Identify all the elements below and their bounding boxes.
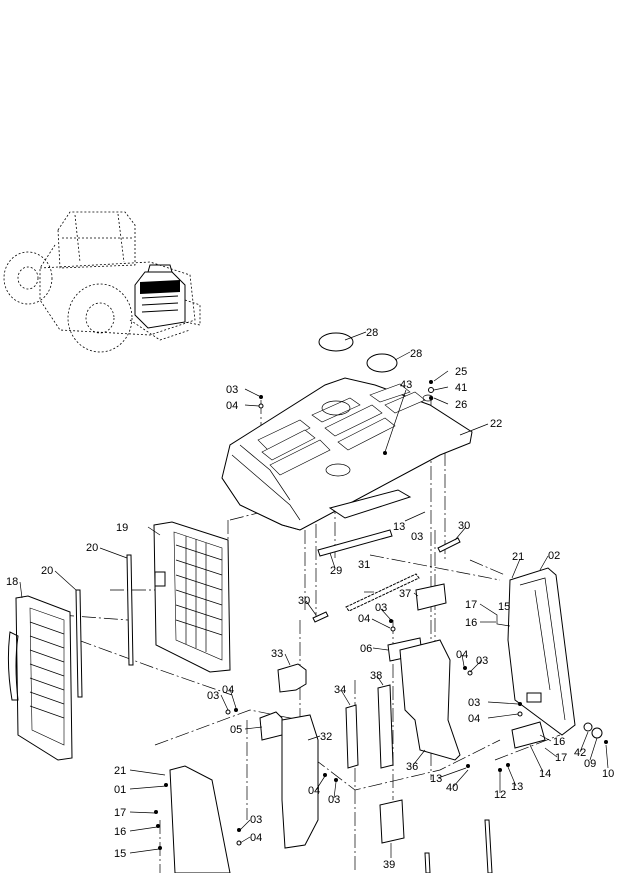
bracket-05	[259, 711, 283, 741]
callout-04: 04	[308, 785, 320, 797]
callout-17: 17	[114, 807, 126, 819]
callout-43: 43	[400, 379, 412, 391]
block-39	[379, 799, 405, 844]
callout-34: 34	[334, 684, 346, 696]
callout-20: 20	[86, 542, 98, 554]
callout-31: 31	[358, 559, 370, 571]
callout-15: 15	[498, 601, 510, 613]
callout-09: 09	[584, 758, 596, 770]
callout-14: 14	[539, 768, 551, 780]
cap-28-right	[366, 353, 398, 373]
callout-01: 01	[114, 784, 126, 796]
callout-15: 15	[114, 848, 126, 860]
callout-03: 03	[476, 655, 488, 667]
leader-lines	[19, 331, 609, 858]
seal-31	[345, 573, 420, 612]
callout-13: 13	[393, 521, 405, 533]
callout-05: 05	[230, 724, 242, 736]
callout-26: 26	[455, 399, 467, 411]
callout-39: 39	[383, 859, 395, 871]
callout-38: 38	[370, 670, 382, 682]
seal-30-left	[312, 611, 329, 623]
callout-22: 22	[490, 418, 502, 430]
panel-32	[281, 714, 319, 849]
hood-bracket	[328, 489, 412, 519]
seal-20-upper	[126, 554, 134, 666]
callout-19: 19	[116, 522, 128, 534]
callout-13: 13	[430, 773, 442, 785]
panel-36	[399, 639, 461, 761]
callout-37: 37	[399, 588, 411, 600]
callout-02: 02	[548, 550, 560, 562]
callout-30: 30	[458, 520, 470, 532]
callout-25: 25	[455, 366, 467, 378]
rod-lower-2	[484, 819, 493, 873]
callout-17: 17	[465, 599, 477, 611]
hood-top-22	[221, 377, 473, 531]
callout-03: 03	[226, 384, 238, 396]
callout-13: 13	[511, 781, 523, 793]
block-37	[415, 583, 447, 611]
callout-18: 18	[6, 576, 18, 588]
strip-34	[345, 704, 359, 769]
callout-41: 41	[455, 382, 467, 394]
callout-10: 10	[602, 768, 614, 780]
callout-21: 21	[512, 551, 524, 563]
callout-03: 03	[328, 794, 340, 806]
callout-04: 04	[358, 613, 370, 625]
callout-30: 30	[298, 595, 310, 607]
seal-20-lower	[75, 589, 83, 698]
callout-21: 21	[114, 765, 126, 777]
callout-04: 04	[222, 684, 234, 696]
callout-40: 40	[446, 782, 458, 794]
callout-03: 03	[207, 690, 219, 702]
strip-29	[317, 529, 393, 557]
callout-33: 33	[271, 648, 283, 660]
callout-06: 06	[360, 643, 372, 655]
callout-16: 16	[553, 736, 565, 748]
callout-labels: 28 28 25 41 26 03 04 43 22 13 03 19 20 1…	[6, 327, 614, 871]
callout-04: 04	[456, 649, 468, 661]
callout-04: 04	[250, 832, 262, 844]
callout-16: 16	[465, 617, 477, 629]
callout-16: 16	[114, 826, 126, 838]
callout-03: 03	[411, 531, 423, 543]
side-panel-01	[169, 765, 231, 873]
callout-17: 17	[555, 752, 567, 764]
callout-04: 04	[468, 713, 480, 725]
strip-38	[377, 684, 394, 769]
callout-03: 03	[250, 814, 262, 826]
callout-28: 28	[366, 327, 378, 339]
side-panel-02	[507, 567, 576, 736]
callout-20: 20	[41, 565, 53, 577]
callout-12: 12	[494, 789, 506, 801]
bracket-33	[277, 663, 307, 693]
callout-03: 03	[375, 602, 387, 614]
callout-03: 03	[468, 697, 480, 709]
rod-lower-1	[424, 852, 431, 873]
callout-32: 32	[320, 731, 332, 743]
seal-30-right	[437, 537, 461, 553]
grille-door-18	[7, 595, 73, 761]
vehicle-locator-thumbnail	[3, 211, 201, 353]
callout-36: 36	[406, 761, 418, 773]
cap-28-left	[318, 332, 354, 352]
grille-panel-19	[153, 521, 231, 673]
callout-42: 42	[574, 747, 586, 759]
callout-29: 29	[330, 565, 342, 577]
callout-28: 28	[410, 348, 422, 360]
callout-04: 04	[226, 400, 238, 412]
bracket-14	[511, 721, 546, 749]
